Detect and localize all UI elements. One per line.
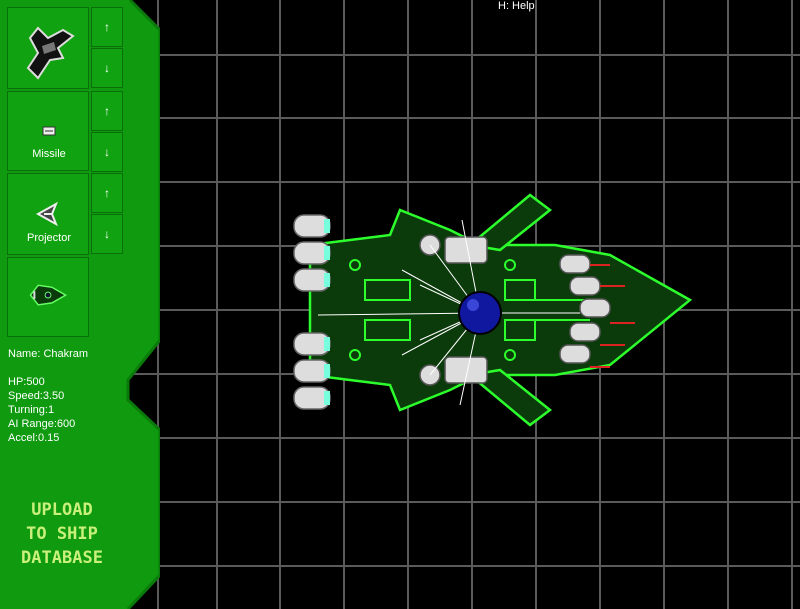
- component-slot-projector[interactable]: Projector: [7, 173, 89, 255]
- missile-icon: [42, 126, 56, 136]
- upload-line-2: TO SHIP: [26, 524, 98, 544]
- slot-1-down-button[interactable]: ↓: [91, 48, 123, 88]
- ship-name: Name: Chakram: [8, 348, 89, 360]
- stat-hp: HP:500: [8, 376, 45, 388]
- slot-3-down-button[interactable]: ↓: [91, 214, 123, 254]
- upper-fin: [467, 193, 553, 252]
- ship-thumbnail-slot[interactable]: [7, 257, 89, 337]
- ship-core: [458, 291, 502, 335]
- lower-fin: [467, 368, 553, 427]
- turrets: [419, 234, 488, 386]
- help-hint: H: Help: [498, 0, 535, 12]
- component-slot-1[interactable]: [7, 7, 89, 89]
- upload-line-3: DATABASE: [21, 548, 103, 568]
- slot-2-down-button[interactable]: ↓: [91, 132, 123, 172]
- stat-turning: Turning:1: [8, 404, 55, 416]
- slot-3-up-button[interactable]: ↑: [91, 173, 123, 213]
- ship-part-icon: [26, 26, 75, 80]
- rear-thrusters: [293, 214, 331, 410]
- projector-icon: [35, 201, 58, 227]
- stat-speed: Speed:3.50: [8, 390, 65, 402]
- missile-racks: [559, 254, 611, 364]
- ship-blueprint[interactable]: [280, 185, 700, 435]
- upload-line-1: UPLOAD: [31, 500, 93, 520]
- upload-button[interactable]: UPLOAD TO SHIP DATABASE: [10, 498, 114, 570]
- component-slot-missile[interactable]: Missile: [7, 91, 89, 171]
- slot-2-up-button[interactable]: ↑: [91, 91, 123, 131]
- stat-accel: Accel:0.15: [8, 432, 60, 444]
- slot-label-projector: Projector: [26, 232, 72, 244]
- stat-ai-range: AI Range:600: [8, 418, 76, 430]
- slot-label-missile: Missile: [32, 148, 66, 160]
- ship-thumbnail-icon: [29, 284, 68, 306]
- slot-1-up-button[interactable]: ↑: [91, 7, 123, 47]
